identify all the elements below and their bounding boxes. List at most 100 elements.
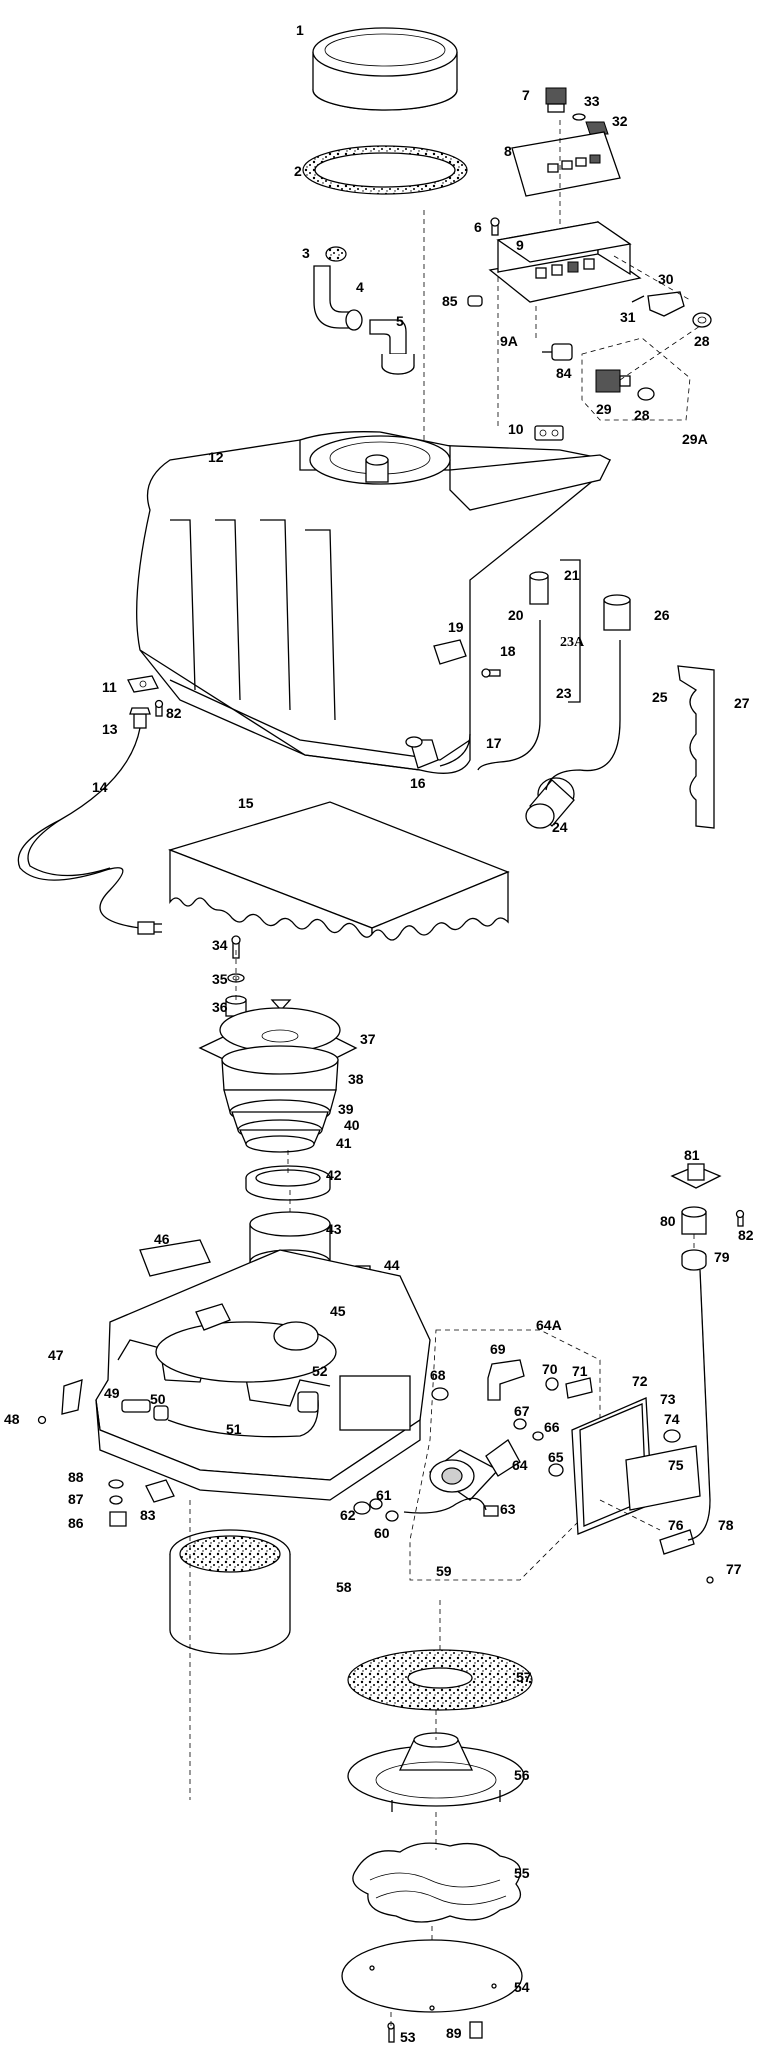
label-26: 26 <box>654 607 670 623</box>
label-75: 75 <box>668 1457 684 1473</box>
part-elbow-5 <box>369 319 415 375</box>
part-49 <box>121 1399 151 1413</box>
part-63 <box>483 1505 499 1517</box>
group-64A-outline <box>409 1329 601 1581</box>
label-63: 63 <box>500 1501 516 1517</box>
label-81: 81 <box>684 1147 700 1163</box>
group-29A-outline <box>581 337 691 421</box>
label-15: 15 <box>238 795 254 811</box>
label-21: 21 <box>564 567 580 583</box>
label-43: 43 <box>326 1221 342 1237</box>
label-87: 87 <box>68 1491 84 1507</box>
part-81 <box>670 1163 722 1189</box>
label-46: 46 <box>154 1231 170 1247</box>
part-screw-82b <box>735 1209 745 1227</box>
label-44: 44 <box>384 1257 400 1273</box>
bracket-21 <box>560 559 581 703</box>
part-87 <box>109 1495 123 1505</box>
label-55: 55 <box>514 1865 530 1881</box>
label-35: 35 <box>212 971 228 987</box>
part-hose-25 <box>545 640 621 791</box>
part-switch-29 <box>595 369 631 393</box>
part-30 <box>647 291 685 317</box>
part-strain-relief-13 <box>129 707 151 729</box>
label-49: 49 <box>104 1385 120 1401</box>
part-dome-45 <box>273 1321 319 1351</box>
part-71 <box>565 1377 593 1399</box>
part-67 <box>513 1418 527 1430</box>
label-11: 11 <box>102 679 117 695</box>
label-31: 31 <box>620 309 636 325</box>
part-50 <box>153 1405 169 1421</box>
label-68: 68 <box>430 1367 446 1383</box>
label-56: 56 <box>514 1767 530 1783</box>
label-52: 52 <box>312 1363 328 1379</box>
part-wire-51 <box>167 1399 319 1438</box>
label-23: 23 <box>556 685 572 701</box>
part-muffler-41 <box>239 1129 321 1153</box>
label-50: 50 <box>150 1391 166 1407</box>
label-78: 78 <box>718 1517 734 1533</box>
label-40: 40 <box>344 1117 360 1133</box>
label-58: 58 <box>336 1579 352 1595</box>
label-42: 42 <box>326 1167 342 1183</box>
label-14: 14 <box>92 779 108 795</box>
label-28a: 28 <box>694 333 710 349</box>
label-5: 5 <box>396 313 404 329</box>
label-7: 7 <box>522 87 530 103</box>
label-1: 1 <box>296 22 304 38</box>
label-66: 66 <box>544 1419 560 1435</box>
part-61 <box>369 1498 383 1510</box>
part-lid <box>312 27 458 111</box>
part-fitting-68 <box>431 1387 449 1401</box>
part-80 <box>681 1206 707 1235</box>
label-34: 34 <box>212 937 228 953</box>
part-10 <box>534 425 564 441</box>
label-29: 29 <box>596 401 612 417</box>
part-33 <box>572 113 586 121</box>
label-69: 69 <box>490 1341 506 1357</box>
label-3: 3 <box>302 245 310 261</box>
label-18: 18 <box>500 643 516 659</box>
part-60 <box>385 1510 399 1522</box>
part-base-housing <box>95 1239 431 1501</box>
part-muffler-38 <box>221 1045 339 1091</box>
label-28b: 28 <box>634 407 650 423</box>
label-24: 24 <box>552 819 568 835</box>
label-27: 27 <box>734 695 750 711</box>
label-37: 37 <box>360 1031 376 1047</box>
part-74 <box>663 1429 681 1443</box>
part-screw-48 <box>37 1415 47 1425</box>
label-19: 19 <box>448 619 464 635</box>
part-65 <box>548 1463 564 1477</box>
label-88: 88 <box>68 1469 84 1485</box>
label-16: 16 <box>410 775 426 791</box>
label-73: 73 <box>660 1391 676 1407</box>
part-bracket-19 <box>433 639 467 665</box>
part-66 <box>532 1431 544 1441</box>
part-screw-18 <box>481 668 501 678</box>
label-36: 36 <box>212 999 228 1015</box>
label-9A: 9A <box>500 333 518 349</box>
label-72: 72 <box>632 1373 648 1389</box>
part-85 <box>467 295 483 307</box>
part-switch-7 <box>545 87 567 113</box>
label-64: 64 <box>512 1457 528 1473</box>
label-76: 76 <box>668 1517 684 1533</box>
label-47: 47 <box>48 1347 64 1363</box>
part-86 <box>109 1511 127 1527</box>
label-39: 39 <box>338 1101 354 1117</box>
part-control-box-9 <box>488 220 642 303</box>
label-77: 77 <box>726 1561 742 1577</box>
part-nut-28b <box>637 387 655 401</box>
label-10: 10 <box>508 421 524 437</box>
label-17: 17 <box>486 735 502 751</box>
part-plate-11 <box>127 675 159 693</box>
label-83: 83 <box>140 1507 156 1523</box>
part-plate-56 <box>347 1732 525 1812</box>
part-hose-17 <box>439 733 471 767</box>
part-filter-57 <box>347 1649 533 1711</box>
part-lid-gasket <box>302 145 468 195</box>
